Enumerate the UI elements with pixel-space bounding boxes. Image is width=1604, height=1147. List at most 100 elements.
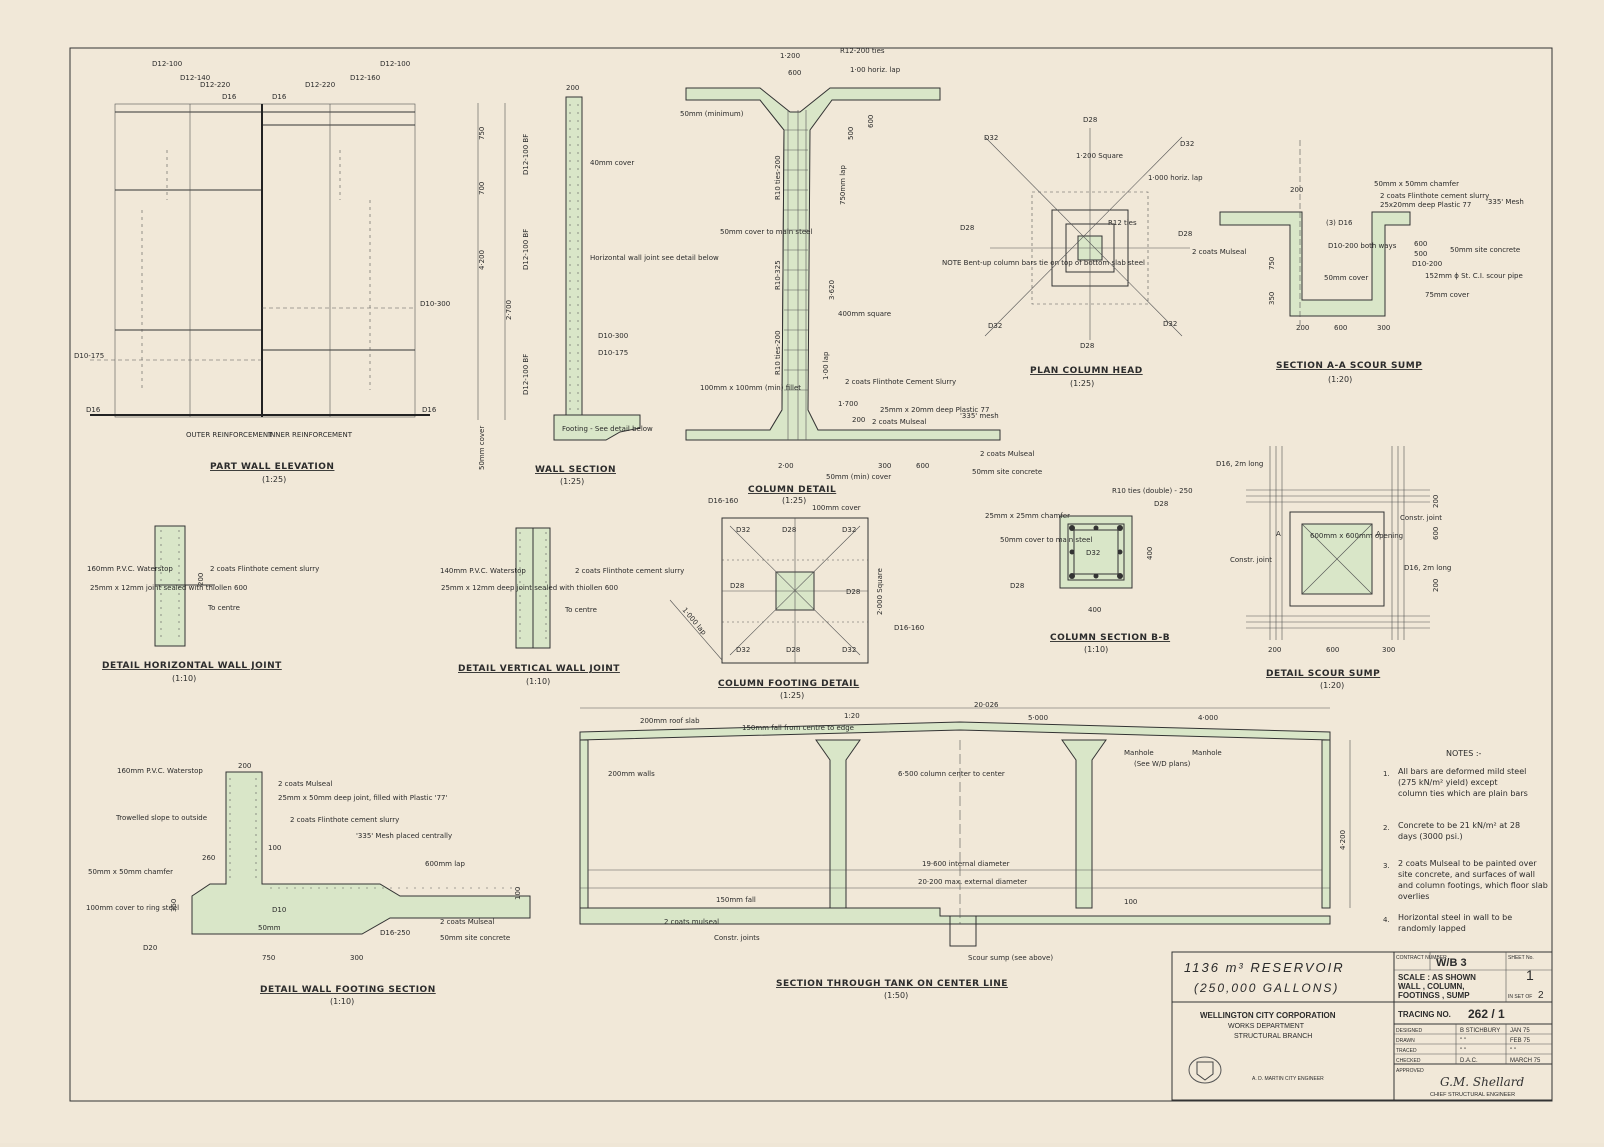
dss-lbl-12: 300 xyxy=(1382,646,1395,654)
dss-lbl-10: 200 xyxy=(1268,646,1281,654)
wf-lbl-12: 100mm cover to ring steel xyxy=(86,904,179,912)
wf-lbl-14: 50mm xyxy=(258,924,281,932)
wf-lbl-11: 350 xyxy=(170,899,178,912)
part-wall-elevation: D12-100 D12-140 D12-220 D16 D16 D12-220 … xyxy=(74,60,450,484)
wf-lbl-19: 750 xyxy=(262,954,275,962)
cd-lbl-18: 200 xyxy=(852,416,865,424)
tb-row1-name: B STICHBURY xyxy=(1460,1028,1500,1034)
detail-scour-sump: D16, 2m long 200 Constr. joint A A 600mm… xyxy=(1216,446,1451,690)
tb-desc1: WALL , COLUMN, xyxy=(1398,982,1465,991)
pw-outer-label: OUTER REINFORCEMENT xyxy=(186,431,273,439)
dss-lbl-8: D16, 2m long xyxy=(1404,564,1451,572)
plan-column-head: D28 D32 D32 1·200 Square 1·000 horiz. la… xyxy=(942,116,1203,388)
tank-lbl-4: 5·000 xyxy=(1028,714,1048,722)
hwj-lbl-3: 200 xyxy=(197,573,205,586)
notes-heading: NOTES :- xyxy=(1446,749,1482,758)
cd-lbl-13: R10 ties-200 xyxy=(774,330,782,375)
vwj-scale: (1:10) xyxy=(526,677,550,686)
saa-lbl-13: 50mm cover xyxy=(1324,274,1368,282)
column-detail: 1·200 R12-200 ties 600 1·00 horiz. lap 5… xyxy=(680,47,1042,505)
saa-lbl-1: 200 xyxy=(1290,186,1303,194)
ws-lbl-8: Footing - See detail below xyxy=(562,425,653,433)
wf-lbl-21: 100 xyxy=(514,887,522,900)
cd-lbl-23: 2·00 xyxy=(778,462,794,470)
saa-lbl-19: 300 xyxy=(1377,324,1390,332)
pch-scale: (1:25) xyxy=(1070,379,1094,388)
cf-title: COLUMN FOOTING DETAIL xyxy=(718,679,859,689)
wf-lbl-15: 2 coats Mulseal xyxy=(440,918,494,926)
pw-bar-4: D16 xyxy=(222,93,237,101)
pch-lbl-1: D32 xyxy=(984,134,998,142)
cd-lbl-19: 2 coats Mulseal xyxy=(872,418,926,426)
cd-lbl-17: 1·700 xyxy=(838,400,858,408)
saa-lbl-18: 600 xyxy=(1334,324,1347,332)
tank-lbl-1: 200mm roof slab xyxy=(640,717,700,725)
csb-lbl-5: 400 xyxy=(1146,547,1154,560)
tb-contract: W/B 3 xyxy=(1436,957,1467,969)
hwj-title: DETAIL HORIZONTAL WALL JOINT xyxy=(102,661,282,671)
pch-lbl-0: D28 xyxy=(1083,116,1097,124)
pch-lbl-11: D32 xyxy=(1163,320,1177,328)
ws-lbl-1: D12-100 BF xyxy=(522,134,530,175)
tank-lbl-0: 20·026 xyxy=(974,701,999,709)
tank-lbl-7: Manhole xyxy=(1192,749,1222,757)
tank-lbl-15: 2 coats mulseal xyxy=(664,918,719,926)
column-footing-detail: D16-160 100mm cover D32 D28 D32 D28 D28 … xyxy=(669,497,924,700)
pch-lbl-4: 1·000 horiz. lap xyxy=(1148,174,1203,182)
tb-sheet-label: SHEET No. xyxy=(1508,955,1534,961)
column-section-bb: R10 ties (double) - 250 D28 25mm x 25mm … xyxy=(985,487,1193,654)
tb-scale-line: SCALE : AS SHOWN xyxy=(1398,973,1476,982)
cf-lbl-3: D28 xyxy=(782,526,796,534)
cd-lbl-15: 100mm x 100mm (min) fillet xyxy=(700,384,801,392)
pw-bar-7: D12-160 xyxy=(350,74,380,82)
ws-lbl-9: 750 xyxy=(478,127,486,140)
wf-title: DETAIL WALL FOOTING SECTION xyxy=(260,985,436,995)
wall-section: 200 D12-100 BF D12-100 BF D12-100 BF 40m… xyxy=(477,84,719,486)
cf-lbl-7: 2·000 Square xyxy=(876,568,884,615)
hwj-scale: (1:10) xyxy=(172,674,196,683)
cf-lbl-5: D28 xyxy=(730,582,744,590)
csb-lbl-6: D28 xyxy=(1010,582,1024,590)
saa-lbl-6: 2 coats Mulseal xyxy=(1192,248,1246,256)
cf-scale: (1:25) xyxy=(780,691,804,700)
cd-lbl-2: 600 xyxy=(788,69,801,77)
tank-lbl-17: Scour sump (see above) xyxy=(968,954,1053,962)
tank-lbl-11: 4·200 xyxy=(1339,830,1347,850)
hwj-lbl-4: To centre xyxy=(207,604,240,612)
note-1-text: All bars are deformed mild steel (275 kN… xyxy=(1398,767,1528,798)
wf-lbl-13: D10 xyxy=(272,906,286,914)
cd-lbl-0: 1·200 xyxy=(780,52,800,60)
pch-title: PLAN COLUMN HEAD xyxy=(1030,366,1143,376)
cf-lbl-10: D32 xyxy=(736,646,750,654)
cd-lbl-20: 25mm x 20mm deep Plastic 77 xyxy=(880,406,989,414)
tb-row3-label: TRACED xyxy=(1396,1048,1417,1054)
pch-lbl-3: 1·200 Square xyxy=(1076,152,1123,160)
pw-bar-11: D16 xyxy=(86,406,101,414)
tank-scale: (1:50) xyxy=(884,991,908,1000)
pw-bar-8: D12-100 xyxy=(380,60,410,68)
cf-lbl-12: D32 xyxy=(842,646,856,654)
tank-title: SECTION THROUGH TANK ON CENTER LINE xyxy=(776,979,1008,989)
cd-lbl-14: 1·00 lap xyxy=(822,351,830,380)
dss-lbl-0: D16, 2m long xyxy=(1216,460,1263,468)
note-4-num: 4. xyxy=(1383,916,1390,924)
cd-lbl-9: 50mm cover to main steel xyxy=(720,228,812,236)
note-3-text: 2 coats Mulseal to be painted over site … xyxy=(1398,859,1548,901)
pw-bar-6: D12-220 xyxy=(305,81,335,89)
saa-lbl-12: 750 xyxy=(1268,257,1276,270)
wf-lbl-3: 25mm x 50mm deep joint, filled with Plas… xyxy=(278,794,447,802)
wf-lbl-10: 50mm x 50mm chamfer xyxy=(88,868,173,876)
tank-lbl-2: 150mm fall from centre to edge xyxy=(742,724,854,732)
tb-row4-name: D.A.C. xyxy=(1460,1058,1478,1064)
tank-lbl-10: 6·500 column center to center xyxy=(898,770,1005,778)
general-notes: NOTES :- 1. All bars are deformed mild s… xyxy=(1383,749,1548,933)
pw-inner-label: INNER REINFORCEMENT xyxy=(268,431,353,439)
pch-lbl-6: R12 ties xyxy=(1108,219,1137,227)
tb-inset-label: IN SET OF xyxy=(1508,994,1532,1000)
wf-scale: (1:10) xyxy=(330,997,354,1006)
sheet-border xyxy=(69,47,1553,1102)
tank-lbl-9: 200mm walls xyxy=(608,770,655,778)
pw-bar-5: D16 xyxy=(272,93,287,101)
cd-lbl-3: 1·00 horiz. lap xyxy=(850,66,901,74)
